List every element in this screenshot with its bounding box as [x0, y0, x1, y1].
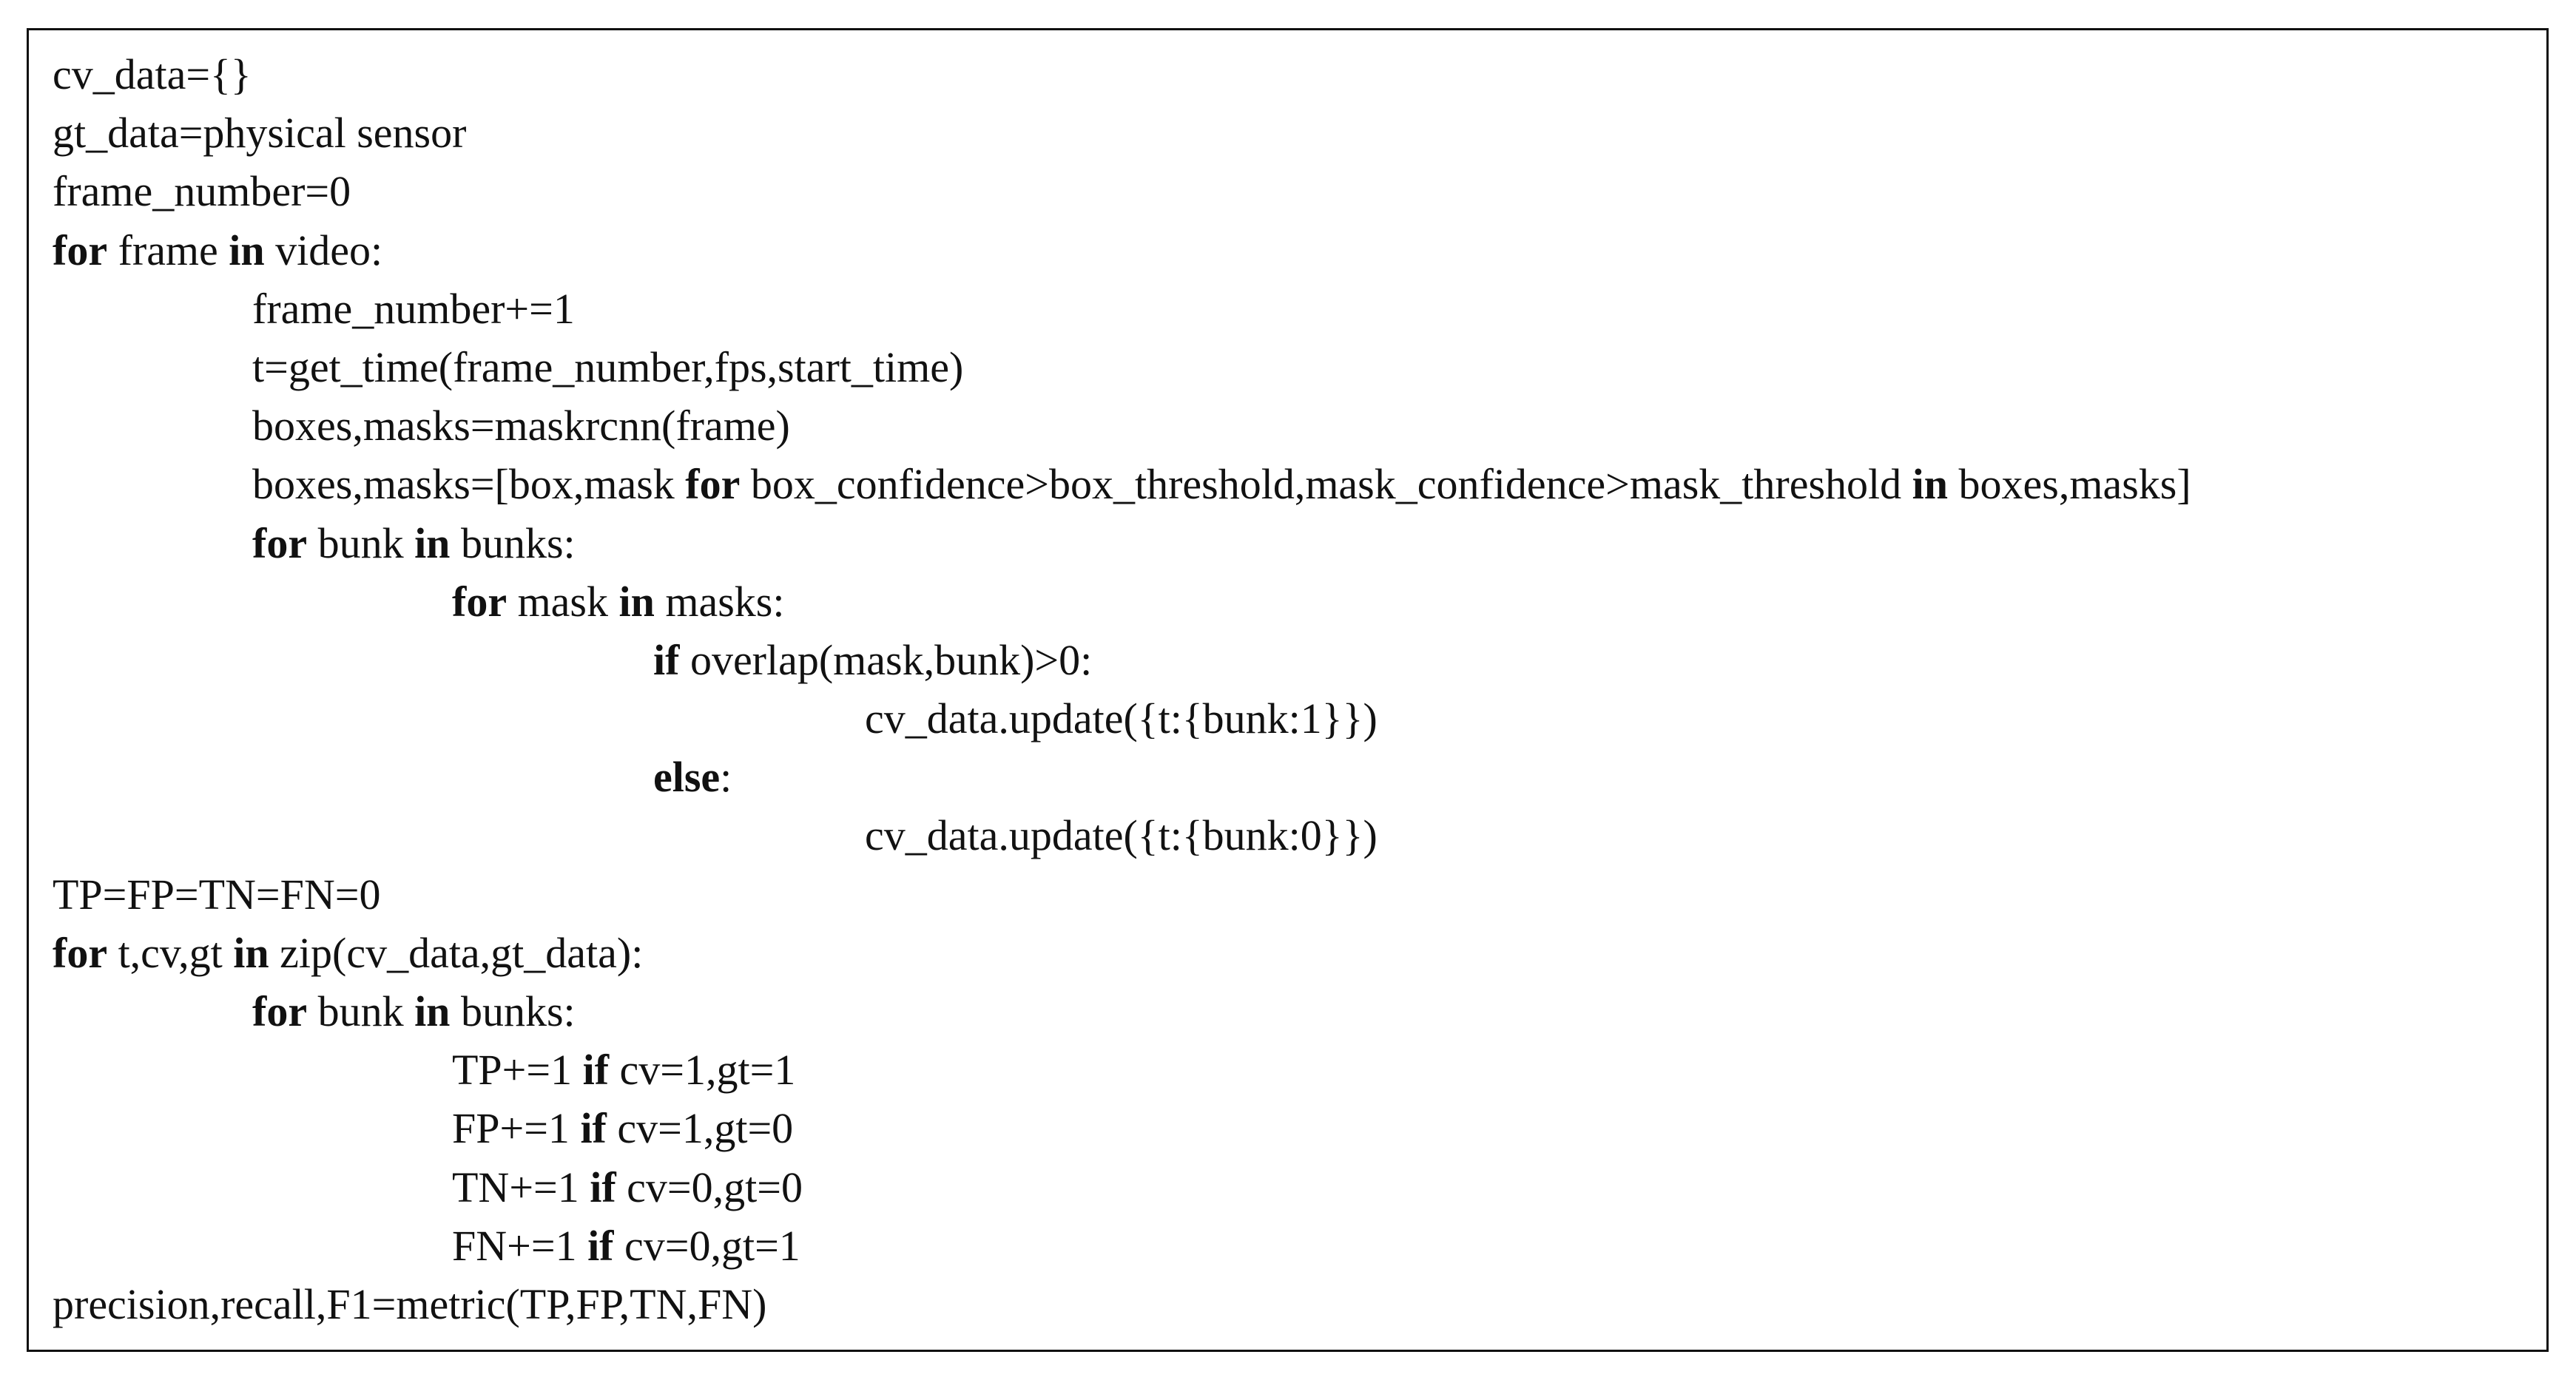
keyword: in: [233, 928, 269, 977]
code-text: masks:: [654, 577, 785, 626]
code-line: frame_number+=1: [53, 280, 2532, 338]
code-text: overlap(mask,bunk)>0:: [679, 635, 1093, 684]
keyword: in: [1912, 460, 1949, 509]
code-line: else:: [53, 748, 2532, 806]
code-line: TP=FP=TN=FN=0: [53, 865, 2532, 924]
keyword: for: [252, 518, 308, 567]
code-line: t=get_time(frame_number,fps,start_time): [53, 338, 2532, 396]
code-line: gt_data=physical sensor: [53, 104, 2532, 162]
code-text: zip(cv_data,gt_data):: [269, 928, 644, 977]
keyword: for: [685, 460, 741, 509]
code-text: gt_data=physical sensor: [53, 109, 467, 158]
keyword: in: [229, 226, 265, 274]
keyword: if: [590, 1163, 616, 1211]
code-text: FN+=1: [452, 1221, 588, 1270]
code-text: boxes,masks=[box,mask: [252, 460, 686, 509]
code-line: boxes,masks=maskrcnn(frame): [53, 396, 2532, 455]
code-text: cv_data.update({t:{bunk:1}}): [865, 694, 1378, 743]
code-line: for bunk in bunks:: [53, 982, 2532, 1041]
code-line: for mask in masks:: [53, 572, 2532, 631]
code-text: frame_number=0: [53, 167, 351, 216]
code-text: t,cv,gt: [107, 928, 234, 977]
code-text: cv=0,gt=1: [613, 1221, 800, 1270]
code-text: precision,recall,F1=metric(TP,FP,TN,FN): [53, 1279, 767, 1328]
code-text: TN+=1: [452, 1163, 590, 1211]
code-text: frame_number+=1: [252, 284, 575, 333]
code-text: FP+=1: [452, 1104, 581, 1153]
code-text: video:: [264, 226, 383, 274]
pseudocode-block: cv_data={} gt_data=physical sensor frame_n…: [53, 45, 2532, 1333]
code-text: bunk: [307, 518, 415, 567]
code-line: for frame in video:: [53, 221, 2532, 280]
code-text: boxes,masks]: [1948, 460, 2191, 509]
keyword: if: [582, 1046, 610, 1095]
keyword: else: [653, 753, 721, 802]
code-line: if overlap(mask,bunk)>0:: [53, 631, 2532, 689]
code-text: TP+=1: [452, 1046, 583, 1095]
keyword: for: [252, 987, 308, 1035]
code-line: for t,cv,gt in zip(cv_data,gt_data):: [53, 924, 2532, 982]
code-text: t=get_time(frame_number,fps,start_time): [252, 342, 964, 391]
code-line: cv_data.update({t:{bunk:1}}): [53, 689, 2532, 748]
keyword: for: [452, 577, 508, 626]
code-text: bunks:: [450, 987, 576, 1035]
pseudocode-box: cv_data={} gt_data=physical sensor frame_n…: [27, 28, 2549, 1352]
code-text: cv=1,gt=0: [606, 1104, 794, 1153]
keyword: in: [414, 518, 451, 567]
code-line: FP+=1 if cv=1,gt=0: [53, 1099, 2532, 1157]
keyword: if: [653, 635, 680, 684]
keyword: if: [587, 1221, 614, 1270]
code-line: TP+=1 if cv=1,gt=1: [53, 1041, 2532, 1099]
code-line: boxes,masks=[box,mask for box_confidence…: [53, 455, 2532, 513]
code-text: frame: [107, 226, 229, 274]
code-line: precision,recall,F1=metric(TP,FP,TN,FN): [53, 1275, 2532, 1333]
code-text: :: [720, 753, 732, 802]
code-text: bunks:: [450, 518, 576, 567]
keyword: for: [53, 226, 108, 274]
code-text: cv=0,gt=0: [616, 1163, 803, 1211]
keyword: in: [414, 987, 451, 1035]
code-line: TN+=1 if cv=0,gt=0: [53, 1158, 2532, 1217]
code-text: cv_data.update({t:{bunk:0}}): [865, 811, 1378, 860]
code-text: box_confidence>box_threshold,mask_confid…: [740, 460, 1912, 509]
code-line: cv_data.update({t:{bunk:0}}): [53, 806, 2532, 865]
keyword: for: [53, 928, 108, 977]
code-line: cv_data={}: [53, 45, 2532, 104]
code-text: boxes,masks=maskrcnn(frame): [252, 402, 790, 450]
code-text: cv_data={}: [53, 50, 252, 98]
keyword: in: [618, 577, 655, 626]
code-text: TP=FP=TN=FN=0: [53, 870, 381, 919]
code-text: mask: [507, 577, 619, 626]
code-line: for bunk in bunks:: [53, 514, 2532, 572]
code-line: frame_number=0: [53, 162, 2532, 220]
code-line: FN+=1 if cv=0,gt=1: [53, 1217, 2532, 1275]
code-text: bunk: [307, 987, 415, 1035]
keyword: if: [580, 1104, 607, 1153]
code-text: cv=1,gt=1: [609, 1046, 796, 1095]
